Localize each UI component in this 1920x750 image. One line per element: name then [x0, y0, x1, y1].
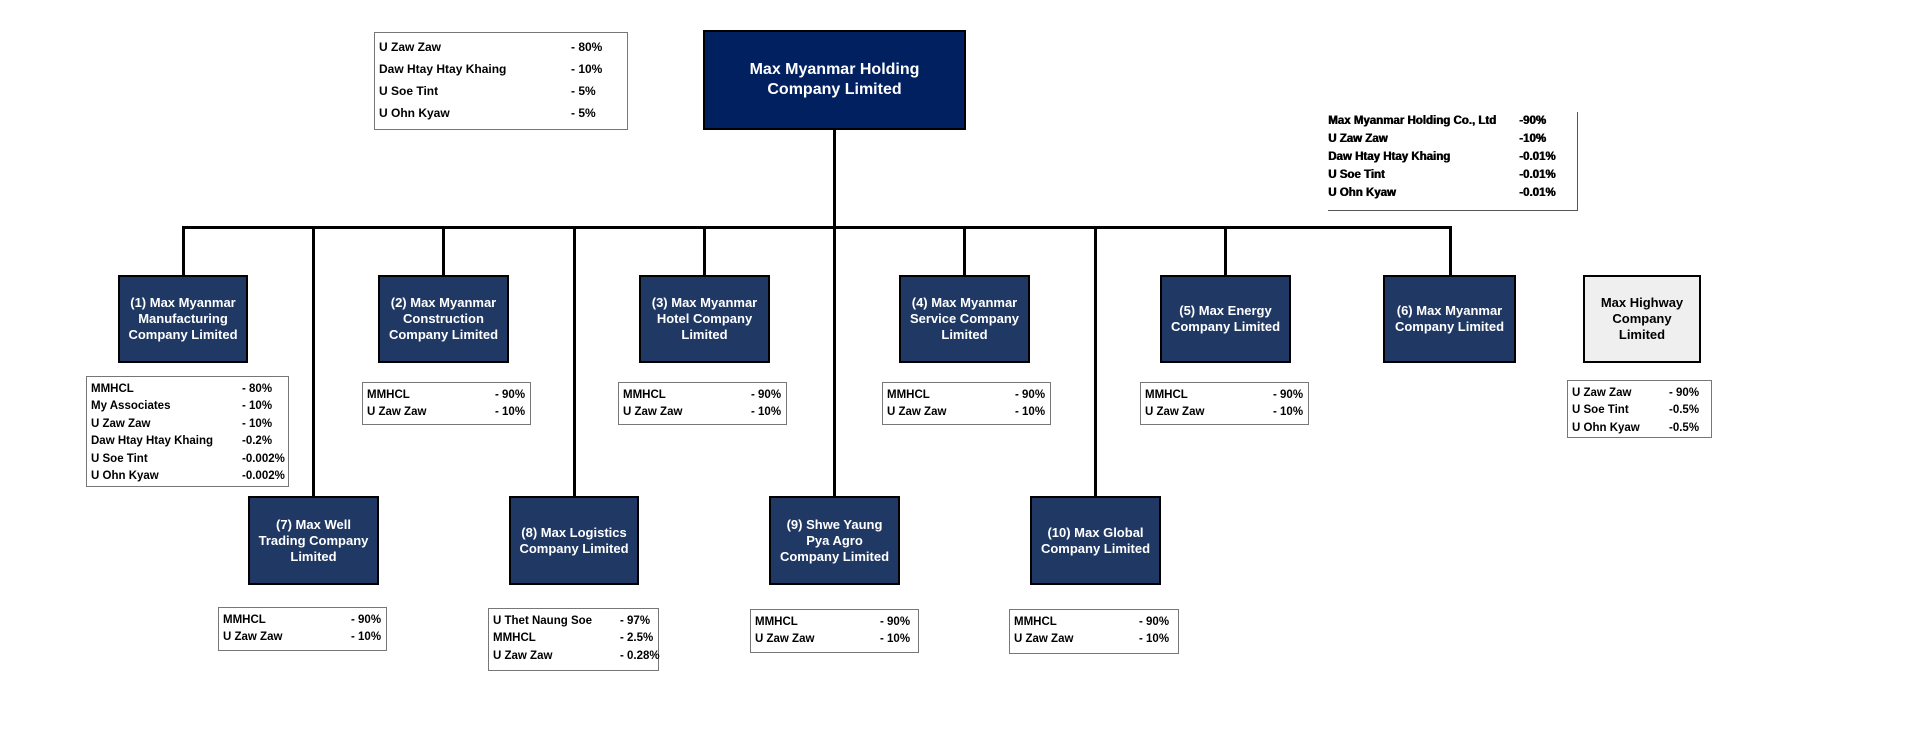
shareholder-row: U Zaw Zaw- 10% [367, 406, 526, 419]
subsidiary-box-9[interactable]: (9) Shwe Yaung Pya Agro Company Limited [769, 496, 900, 585]
subsidiary-name: (2) Max Myanmar Construction Company Lim… [388, 295, 499, 342]
subsidiary-name: (1) Max Myanmar Manufacturing Company Li… [128, 295, 238, 342]
shareholder-table-8: U Thet Naung Soe- 97% MMHCL- 2.5% U Zaw … [488, 608, 660, 671]
connector-parent-down [833, 128, 836, 229]
connector-sub1 [182, 226, 185, 276]
shareholder-row: MMHCL- 2.5% [493, 632, 654, 645]
subsidiary-name: (9) Shwe Yaung Pya Agro Company Limited [779, 516, 890, 564]
shareholder-row: U Ohn Kyaw-0.002% [91, 470, 285, 483]
shareholder-row: U Zaw Zaw- 10% [1014, 633, 1170, 646]
shareholder-row: U Zaw Zaw- 0.28% [493, 649, 660, 662]
shareholder-row: Daw Htay Htay Khaing-0.01% [1328, 151, 1556, 163]
subsidiary-name: (6) Max Myanmar Company Limited [1394, 303, 1505, 334]
shareholder-row: MMHCL- 80% [91, 382, 273, 395]
shareholder-row: U Ohn Kyaw- 5% [379, 106, 596, 120]
shareholder-row: U Zaw Zaw- 10% [223, 631, 382, 644]
subsidiary-name: (4) Max Myanmar Service Company Limited [909, 295, 1020, 342]
shareholder-row: MMHCL- 90% [223, 613, 382, 626]
shareholder-row: MMHCL- 90% [1145, 388, 1304, 401]
subsidiary-name: (8) Max Logistics Company Limited [519, 524, 629, 556]
parent-shareholder-table: U Zaw Zaw- 80% Daw Htay Htay Khaing- 10%… [374, 32, 628, 130]
shareholder-row: U Soe Tint-0.01% [1328, 169, 1556, 181]
connector-sub9 [833, 226, 836, 497]
shareholder-row: U Zaw Zaw- 10% [623, 406, 782, 419]
subsidiary-box-8[interactable]: (8) Max Logistics Company Limited [509, 496, 639, 585]
subsidiary-box-6[interactable]: (6) Max Myanmar Company Limited [1383, 275, 1516, 363]
connector-sub10 [1094, 226, 1097, 497]
shareholder-row: U Zaw Zaw- 10% [755, 633, 911, 646]
shareholder-row: U Zaw Zaw- 90% [1572, 386, 1700, 399]
shareholder-table-4: MMHCL- 90% U Zaw Zaw- 10% [882, 382, 1051, 425]
highway-company-box[interactable]: Max Highway Company Limited [1583, 275, 1701, 363]
shareholder-row: U Zaw Zaw-10% [1328, 133, 1546, 145]
connector-sub5 [1224, 226, 1227, 276]
shareholder-row: U Ohn Kyaw-0.5% [1572, 421, 1700, 434]
shareholder-row: U Soe Tint-0.5% [1572, 404, 1700, 417]
shareholder-table-9: MMHCL- 90% U Zaw Zaw- 10% [750, 609, 919, 653]
subsidiary-name: (3) Max Myanmar Hotel Company Limited [651, 295, 758, 342]
shareholder-row: U Zaw Zaw- 10% [91, 417, 273, 430]
shareholder-table-1: MMHCL- 80% My Associates- 10% U Zaw Zaw-… [86, 376, 289, 487]
subsidiary-name: (7) Max Well Trading Company Limited [258, 516, 369, 564]
connector-sub7 [312, 226, 315, 497]
shareholder-table-5: MMHCL- 90% U Zaw Zaw- 10% [1140, 382, 1309, 425]
shareholder-row: MMHCL- 90% [623, 388, 782, 401]
subsidiary-box-4[interactable]: (4) Max Myanmar Service Company Limited [899, 275, 1030, 363]
connector-horizontal-bus [182, 226, 1452, 229]
subsidiary-box-5[interactable]: (5) Max Energy Company Limited [1160, 275, 1291, 363]
subsidiary-name: (10) Max Global Company Limited [1040, 524, 1151, 556]
shareholder-row: MMHCL- 90% [1014, 615, 1170, 628]
connector-sub8 [573, 226, 576, 497]
subsidiary-box-2[interactable]: (2) Max Myanmar Construction Company Lim… [378, 275, 509, 363]
subsidiary-box-1[interactable]: (1) Max Myanmar Manufacturing Company Li… [118, 275, 248, 363]
shareholder-row: U Zaw Zaw- 10% [1145, 406, 1304, 419]
shareholder-row: U Ohn Kyaw-0.01% [1328, 187, 1556, 199]
shareholder-row: MMHCL- 90% [367, 388, 526, 401]
shareholder-table-10: MMHCL- 90% U Zaw Zaw- 10% [1009, 609, 1179, 654]
highway-shareholder-table: U Zaw Zaw- 90% U Soe Tint-0.5% U Ohn Kya… [1567, 380, 1712, 438]
holding-shareholder-table: Max Myanmar Holding Co., Ltd-90% U Zaw Z… [1328, 112, 1578, 211]
shareholder-row: U Soe Tint-0.002% [91, 452, 285, 465]
shareholder-row: U Zaw Zaw- 10% [887, 406, 1046, 419]
connector-sub2 [442, 226, 445, 276]
subsidiary-name: (5) Max Energy Company Limited [1170, 303, 1281, 334]
shareholder-row: MMHCL- 90% [755, 615, 911, 628]
parent-company-box[interactable]: Max Myanmar Holding Company Limited [703, 30, 966, 130]
shareholder-table-2: MMHCL- 90% U Zaw Zaw- 10% [362, 382, 531, 425]
subsidiary-box-3[interactable]: (3) Max Myanmar Hotel Company Limited [639, 275, 770, 363]
connector-sub6 [1449, 226, 1452, 276]
shareholder-table-7: MMHCL- 90% U Zaw Zaw- 10% [218, 607, 387, 651]
subsidiary-box-10[interactable]: (10) Max Global Company Limited [1030, 496, 1161, 585]
subsidiary-box-7[interactable]: (7) Max Well Trading Company Limited [248, 496, 379, 585]
highway-company-name: Max Highway Company Limited [1600, 295, 1684, 342]
shareholder-table-3: MMHCL- 90% U Zaw Zaw- 10% [618, 382, 787, 425]
shareholder-row: Max Myanmar Holding Co., Ltd-90% [1328, 115, 1546, 127]
parent-company-name: Max Myanmar Holding Company Limited [749, 61, 920, 98]
shareholder-row: U Soe Tint- 5% [379, 84, 596, 98]
shareholder-row: MMHCL- 90% [887, 388, 1046, 401]
shareholder-row: Daw Htay Htay Khaing-0.2% [91, 435, 273, 448]
shareholder-row: Daw Htay Htay Khaing- 10% [379, 62, 603, 76]
shareholder-row: My Associates- 10% [91, 400, 273, 413]
shareholder-row: U Zaw Zaw- 80% [379, 40, 603, 54]
connector-sub3 [703, 226, 706, 276]
shareholder-row: U Thet Naung Soe- 97% [493, 614, 651, 627]
connector-sub4 [963, 226, 966, 276]
